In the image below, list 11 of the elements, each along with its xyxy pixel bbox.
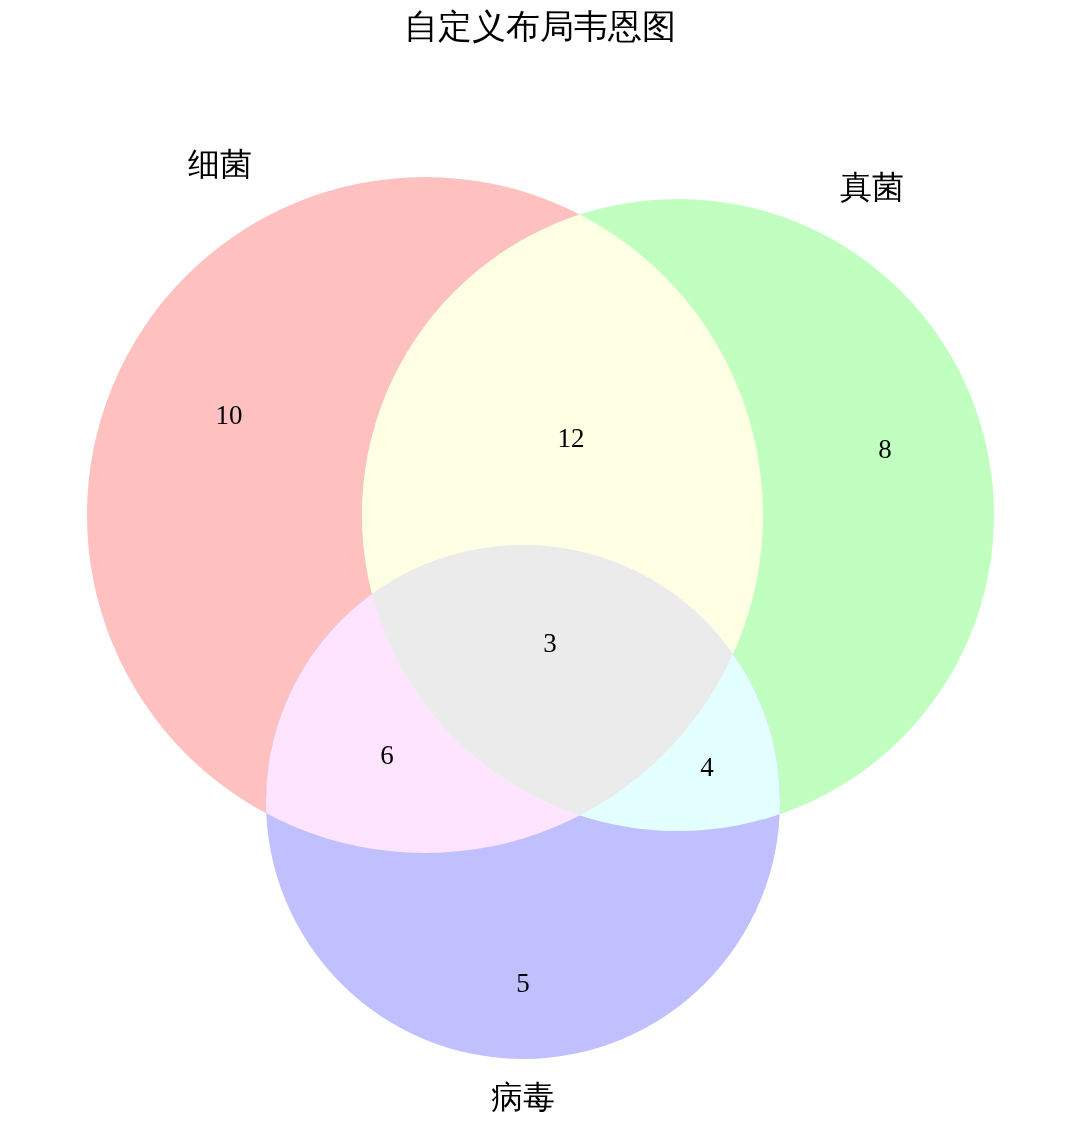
set-name: 细菌 [188,145,252,184]
region-count: 10 [215,399,243,431]
set-name: 病毒 [491,1078,555,1117]
region-count: 5 [516,967,530,999]
region-count: 12 [557,422,585,454]
region-count: 4 [700,751,714,783]
set-name: 真菌 [840,168,904,207]
region-count: 6 [380,739,394,771]
region-count: 3 [543,627,557,659]
region-count: 8 [878,433,892,465]
title: 自定义布局韦恩图 [404,8,676,45]
